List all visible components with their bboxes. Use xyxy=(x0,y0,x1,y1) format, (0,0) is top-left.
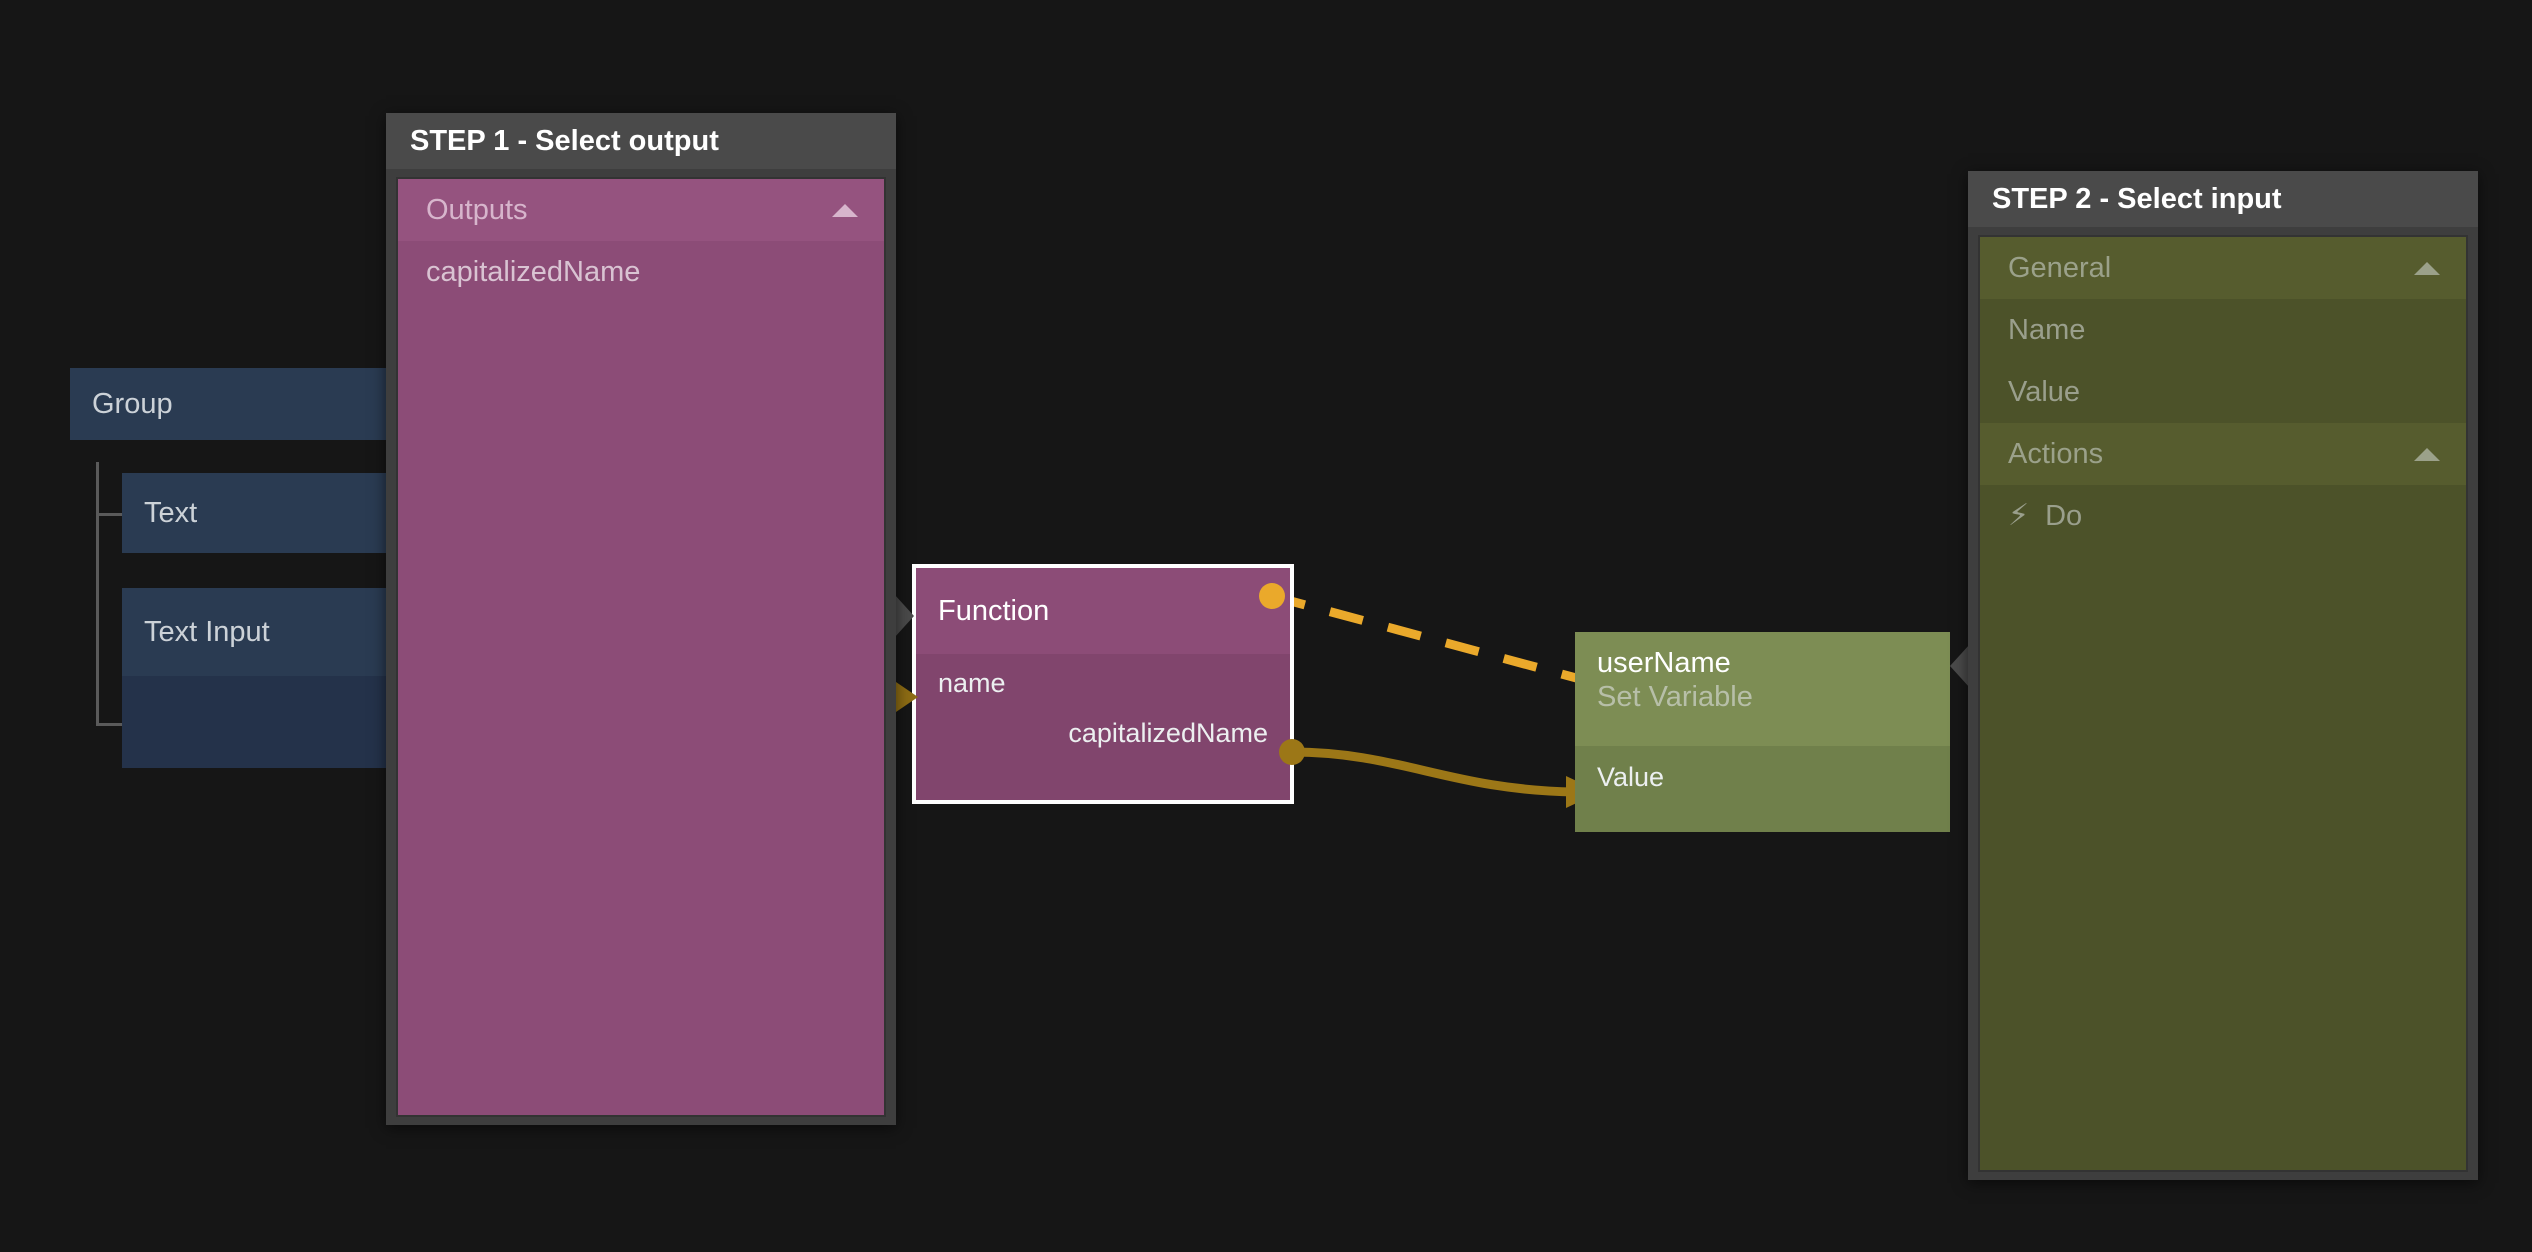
exec-output-dot[interactable] xyxy=(1259,583,1285,609)
node-subtitle: Set Variable xyxy=(1597,681,1753,713)
node-title: Group xyxy=(92,388,173,420)
port-label-capitalizedname[interactable]: capitalizedName xyxy=(1068,718,1268,748)
node-header: Text Input xyxy=(122,588,402,676)
node-header: Group xyxy=(70,368,400,440)
graph-node-text[interactable]: Text xyxy=(122,473,402,553)
step2-item-name[interactable]: Name xyxy=(1980,299,2466,361)
step2-section-header-actions[interactable]: Actions xyxy=(1980,423,2466,485)
node-title: Function xyxy=(938,595,1050,627)
step2-panel-title: STEP 2 - Select input xyxy=(1992,182,2282,215)
node-title: Text xyxy=(144,497,198,529)
tree-connector-branch-text xyxy=(96,513,122,516)
step1-section-header-outputs[interactable]: Outputs xyxy=(398,179,884,241)
step1-panel[interactable]: STEP 1 - Select output Outputs capitaliz… xyxy=(386,113,896,1125)
node-title: Text Input xyxy=(144,616,270,648)
step2-panel-header: STEP 2 - Select input xyxy=(1968,171,2478,227)
step2-panel[interactable]: STEP 2 - Select input General Name Value… xyxy=(1968,171,2478,1180)
node-header: userName Set Variable xyxy=(1575,632,1950,746)
graph-node-group[interactable]: Group xyxy=(70,368,400,440)
chevron-up-icon[interactable] xyxy=(2414,447,2440,461)
step2-item-value[interactable]: Value xyxy=(1980,361,2466,423)
step1-item-capitalizedname[interactable]: capitalizedName xyxy=(398,241,884,303)
step1-section-label-outputs: Outputs xyxy=(426,193,528,226)
graph-node-function[interactable]: Function name capitalizedName xyxy=(912,564,1294,804)
chevron-up-icon[interactable] xyxy=(832,203,858,217)
tree-connector-vertical xyxy=(96,462,99,726)
wire-data-capitalizedname-to-value xyxy=(1291,747,1576,797)
chevron-up-icon[interactable] xyxy=(2414,261,2440,275)
step2-item-label: Value xyxy=(2008,375,2081,408)
port-label-value[interactable]: Value xyxy=(1597,762,1665,792)
node-header: Function xyxy=(916,568,1290,654)
step2-item-label: Name xyxy=(2008,313,2086,346)
exec-input-triangle-icon[interactable] xyxy=(894,594,914,638)
step2-panel-body[interactable]: General Name Value Actions ⚡︎ Do xyxy=(1978,235,2468,1172)
step1-panel-body[interactable]: Outputs capitalizedName xyxy=(396,177,886,1117)
graph-node-text-input[interactable]: Text Input xyxy=(122,588,402,768)
data-input-arrow-name[interactable] xyxy=(896,682,918,712)
step1-panel-header: STEP 1 - Select output xyxy=(386,113,896,169)
step2-section-label-general: General xyxy=(2008,251,2112,284)
step2-section-label-actions: Actions xyxy=(2008,437,2104,470)
node-body: name capitalizedName xyxy=(916,654,1290,800)
data-output-dot-capitalizedname[interactable] xyxy=(1279,739,1305,765)
step2-item-label: Do xyxy=(2045,499,2083,532)
step2-section-header-general[interactable]: General xyxy=(1980,237,2466,299)
node-body xyxy=(122,676,402,768)
step2-item-do[interactable]: ⚡︎ Do xyxy=(1980,485,2466,547)
graph-node-set-variable[interactable]: userName Set Variable Value xyxy=(1575,632,1950,832)
exec-output-triangle-icon[interactable] xyxy=(1950,644,1970,688)
tree-connector-branch-text-input xyxy=(96,723,122,726)
lightning-bolt-icon: ⚡︎ xyxy=(2008,499,2030,532)
node-body: Value xyxy=(1575,746,1950,832)
node-header: Text xyxy=(122,473,402,553)
node-title: userName xyxy=(1597,647,1731,679)
step1-panel-title: STEP 1 - Select output xyxy=(410,124,719,157)
step1-item-label: capitalizedName xyxy=(426,255,641,288)
port-label-name[interactable]: name xyxy=(938,668,1006,698)
